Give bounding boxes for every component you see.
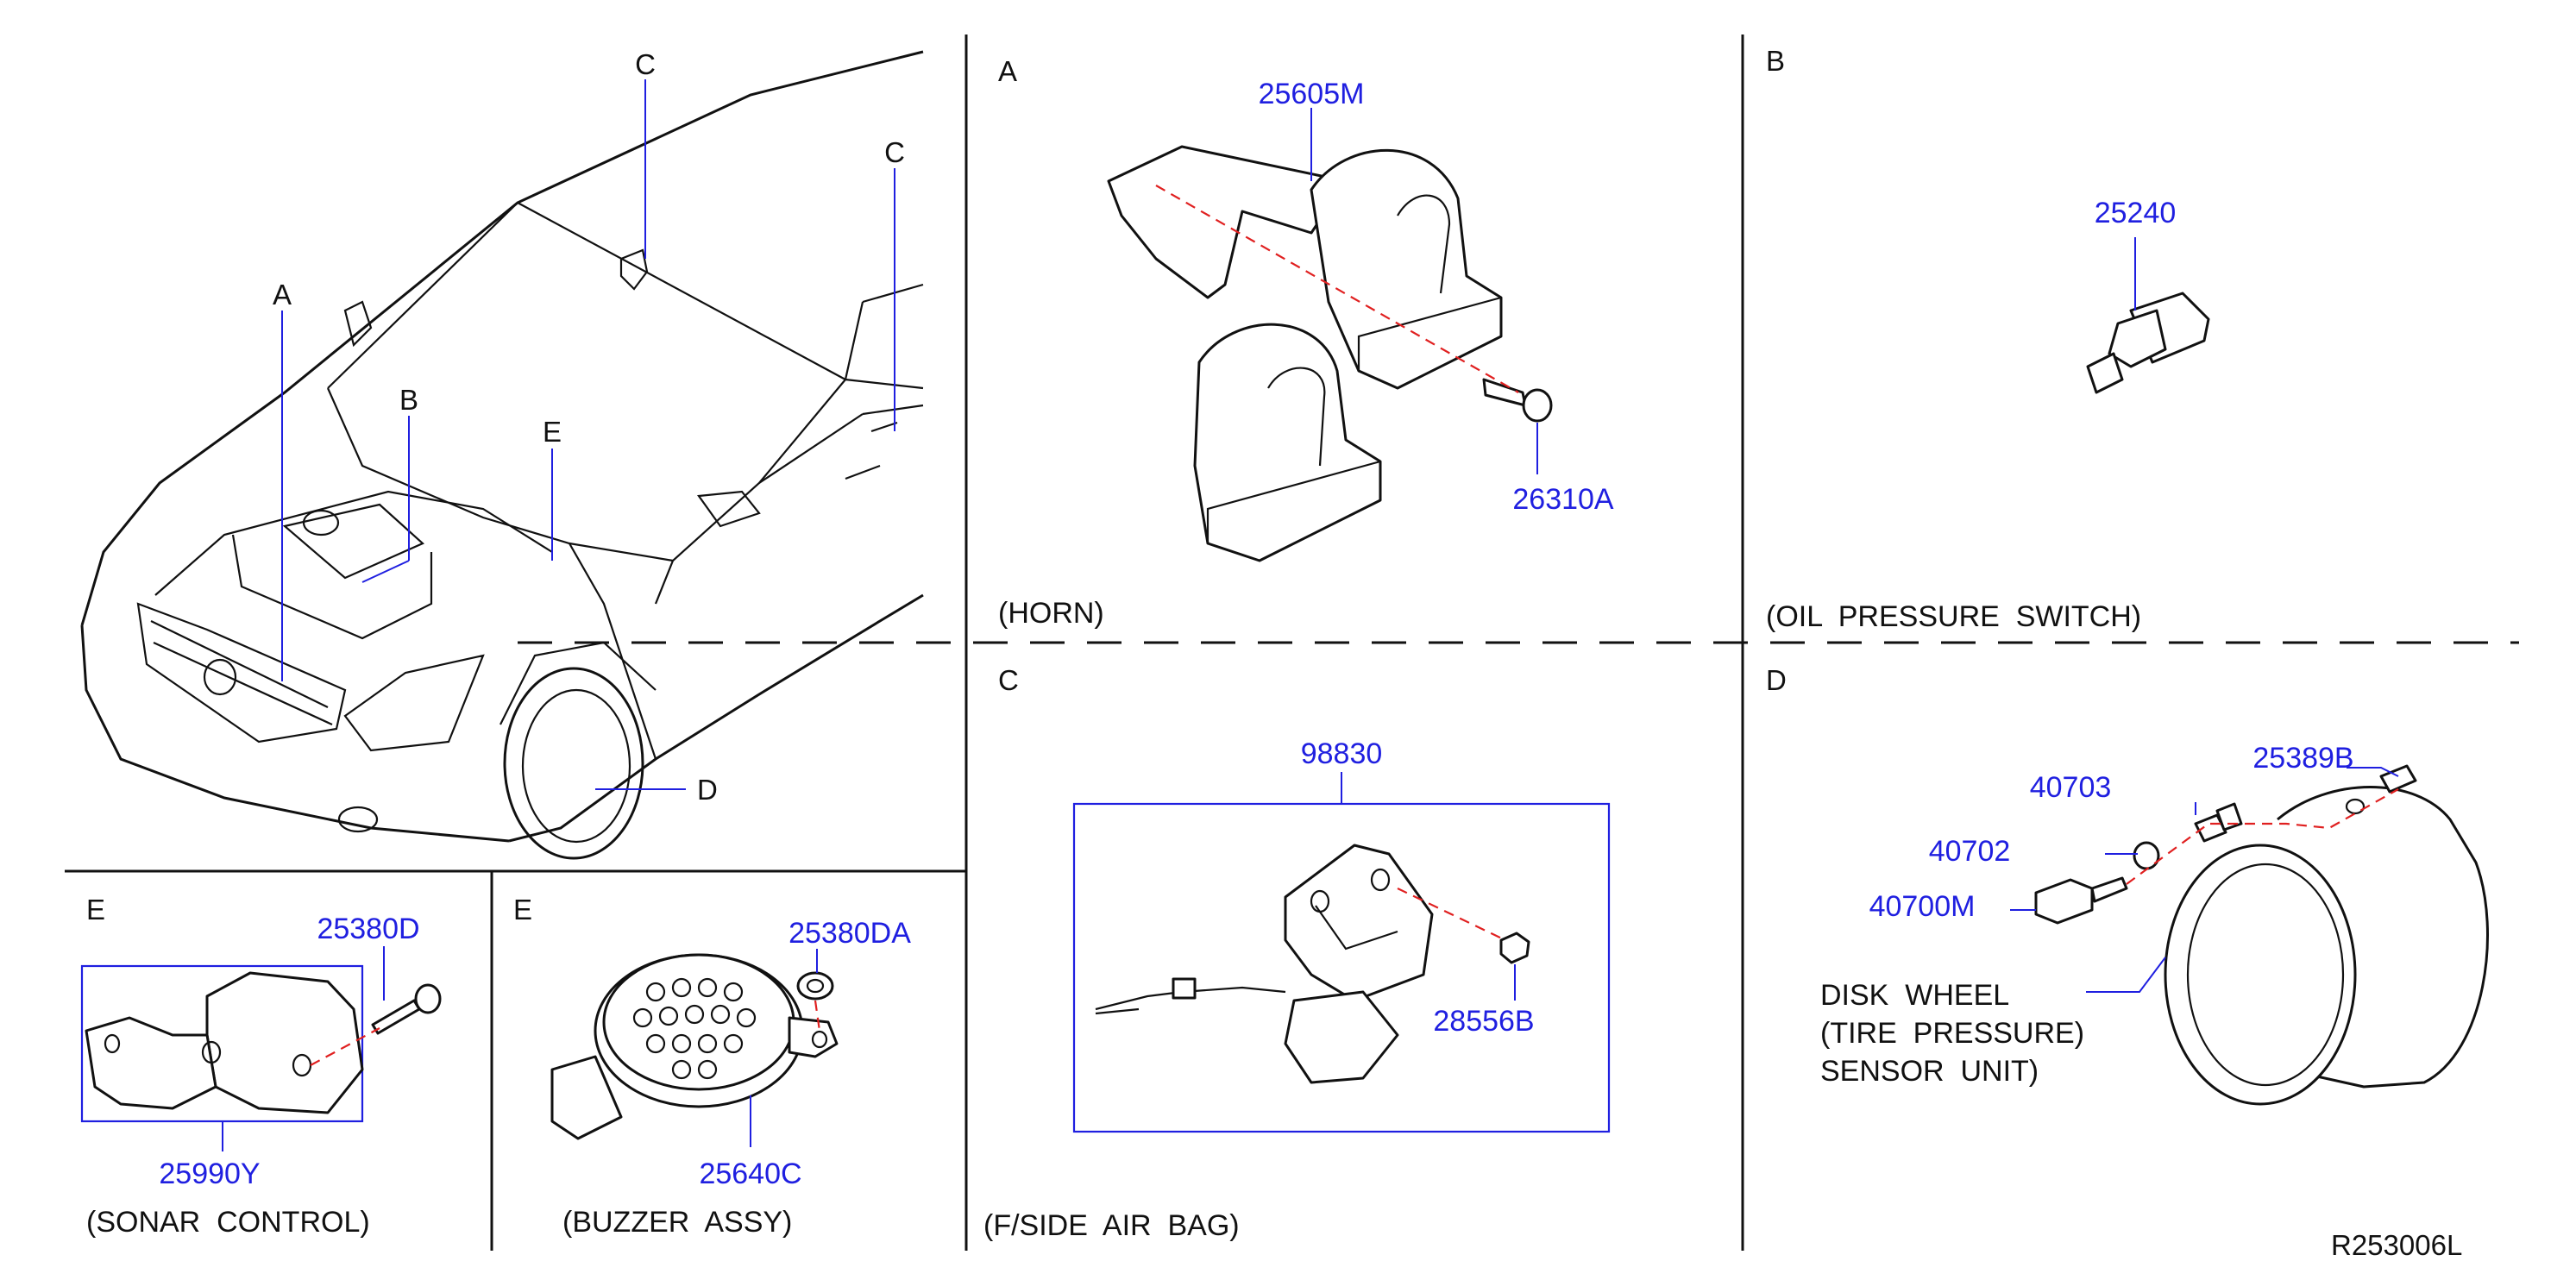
buzzer-section: E 25380DA 25640C (BUZZE bbox=[513, 894, 911, 1239]
tire-caption-line-3: SENSOR UNIT) bbox=[1820, 1055, 2039, 1088]
callout-e: E bbox=[543, 416, 562, 448]
tire-caption-line-1: DISK WHEEL bbox=[1820, 979, 2009, 1012]
callout-b: B bbox=[399, 384, 418, 416]
callout-c-top: C bbox=[635, 48, 656, 80]
section-letter-a: A bbox=[998, 55, 1017, 87]
horn-section: A 25605M 26310A (HORN) bbox=[998, 55, 1614, 630]
oil-pressure-section: B 25240 (OIL PRESSURE SWITCH) bbox=[1766, 45, 2210, 633]
part-number-25990y: 25990Y bbox=[159, 1158, 260, 1190]
sonar-section: E 25380D 25990Y (SONAR CONTROL) bbox=[80, 894, 442, 1239]
part-number-25380d: 25380D bbox=[317, 913, 419, 945]
part-number-40700m: 40700M bbox=[1869, 890, 1976, 923]
part-number-40702: 40702 bbox=[1929, 835, 2011, 868]
tire-caption-line-2: (TIRE PRESSURE) bbox=[1820, 1017, 2084, 1050]
part-number-25605m: 25605M bbox=[1259, 78, 1365, 110]
horn-caption: (HORN) bbox=[998, 597, 1104, 630]
callout-d: D bbox=[697, 774, 718, 806]
sonar-caption: (SONAR CONTROL) bbox=[86, 1206, 370, 1239]
grid-lines bbox=[65, 35, 2519, 1251]
oil-pressure-caption: (OIL PRESSURE SWITCH) bbox=[1766, 600, 2141, 633]
section-letter-d: D bbox=[1766, 664, 1787, 696]
buzzer-holes bbox=[632, 977, 757, 1080]
part-number-98830: 98830 bbox=[1301, 737, 1383, 770]
car-overview bbox=[80, 50, 924, 860]
tire-pressure-section: D 25389B 40703 40702 40700M DISK WHEEL (… bbox=[1766, 664, 2489, 1106]
buzzer-caption: (BUZZER ASSY) bbox=[562, 1206, 792, 1239]
callout-a: A bbox=[273, 279, 292, 311]
section-letter-e-buzzer: E bbox=[513, 894, 532, 925]
overview-callouts: C C A B E D bbox=[273, 48, 905, 806]
part-number-25389b: 25389B bbox=[2252, 742, 2353, 775]
part-number-25240: 25240 bbox=[2095, 197, 2177, 229]
part-number-40703: 40703 bbox=[2030, 771, 2112, 804]
figure-code: R253006L bbox=[2331, 1229, 2462, 1261]
section-letter-b: B bbox=[1766, 45, 1785, 77]
air-bag-section: C 98830 28556B (F/SIDE AIR BAG) bbox=[983, 664, 1611, 1242]
section-letter-e-sonar: E bbox=[86, 894, 105, 925]
part-number-28556b: 28556B bbox=[1433, 1005, 1534, 1038]
part-number-25380da: 25380DA bbox=[789, 917, 911, 950]
callout-c-right: C bbox=[884, 136, 905, 168]
air-bag-caption: (F/SIDE AIR BAG) bbox=[983, 1209, 1240, 1242]
part-number-25640c: 25640C bbox=[699, 1158, 801, 1190]
part-number-26310a: 26310A bbox=[1512, 483, 1614, 516]
section-letter-c: C bbox=[998, 664, 1019, 696]
